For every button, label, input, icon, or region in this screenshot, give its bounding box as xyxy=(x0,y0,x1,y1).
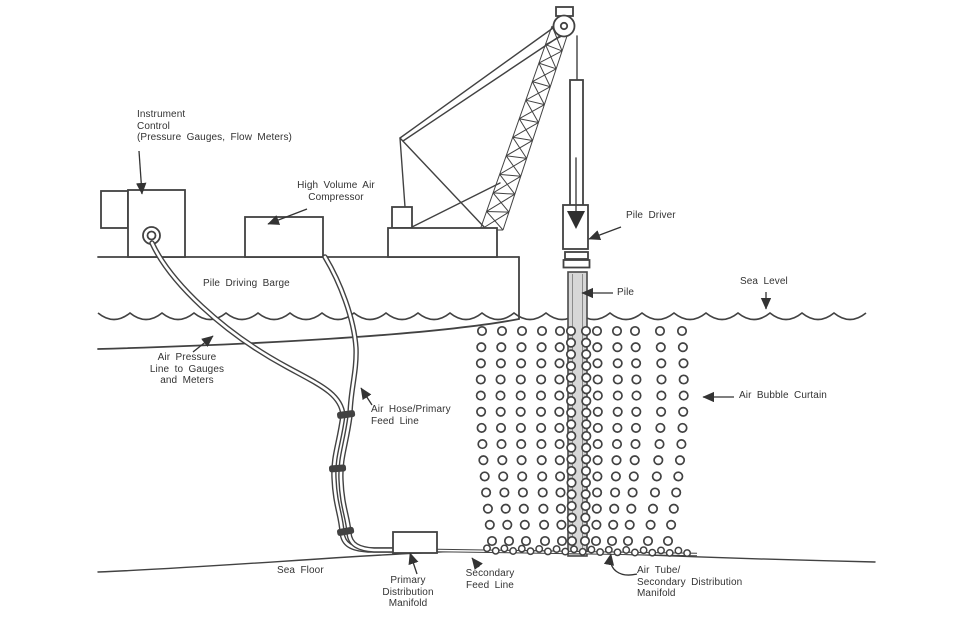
label-secondary-feed-line: Secondary Feed Line xyxy=(465,568,515,591)
arrow-air-tube-manifold xyxy=(603,553,638,576)
pulley-hub xyxy=(559,21,569,31)
sea-surface-waves xyxy=(97,311,867,321)
label-arrows xyxy=(136,150,772,576)
label-air-bubble-curtain: Air Bubble Curtain xyxy=(739,390,827,401)
anvil-cap xyxy=(564,251,589,260)
crane-rigging-cables xyxy=(399,137,501,229)
hatched-panel xyxy=(100,190,129,229)
instrument-control-box xyxy=(127,189,186,258)
label-pile-driver: Pile Driver xyxy=(626,210,676,221)
primary-manifold-box xyxy=(392,531,438,554)
arrow-pile-driver xyxy=(588,226,622,240)
arrow-compressor xyxy=(267,208,308,225)
crane-icon xyxy=(387,6,578,258)
air-hoses xyxy=(149,240,397,553)
label-sea-floor: Sea Floor xyxy=(277,565,324,576)
arrow-primary-manifold xyxy=(408,552,419,575)
barge-bottom-line xyxy=(97,318,520,350)
air-tube-manifold-bubbles xyxy=(483,544,692,558)
label-air-tube-secondary-distribution-manifold: Air Tube/ Secondary Distribution Manifol… xyxy=(637,565,743,599)
crane-body xyxy=(387,227,498,258)
label-pile-driving-barge: Pile Driving Barge xyxy=(203,278,290,289)
crane-cab xyxy=(391,206,413,229)
label-instrument-control: Instrument Control (Pressure Gauges, Flo… xyxy=(137,109,292,143)
label-primary-distribution-manifold: Primary Distribution Manifold xyxy=(382,575,434,609)
air-bubble-curtain-shape xyxy=(475,325,689,547)
boom-pendant-cables xyxy=(399,27,561,142)
hose-clamp xyxy=(328,464,347,473)
label-air-hose-primary-feed-line: Air Hose/Primary Feed Line xyxy=(371,404,451,427)
gauge-inner-icon xyxy=(146,230,157,241)
lattice-boom xyxy=(479,25,569,231)
arrow-air-pressure-line xyxy=(192,335,214,353)
pile-driver-assembly xyxy=(562,79,591,269)
arrow-air-hose xyxy=(360,387,373,406)
label-sea-level: Sea Level xyxy=(740,276,788,287)
arrow-secondary-feed-line xyxy=(471,557,483,570)
air-compressor-box xyxy=(244,216,324,258)
impact-arrow-head xyxy=(567,211,585,229)
instrument-control-unit xyxy=(100,189,186,258)
primary-feed-hose-core xyxy=(323,255,396,552)
cushion-block xyxy=(562,259,591,269)
hose-clamp xyxy=(336,410,356,419)
label-pile: Pile xyxy=(617,287,635,298)
label-air-pressure-line: Air Pressure Line to Gauges and Meters xyxy=(149,352,225,386)
hose-clamp xyxy=(336,526,355,536)
arrow-instrument-control xyxy=(136,150,147,195)
label-high-volume-air-compressor: High Volume Air Compressor xyxy=(297,180,375,203)
barge-hull xyxy=(97,256,520,350)
